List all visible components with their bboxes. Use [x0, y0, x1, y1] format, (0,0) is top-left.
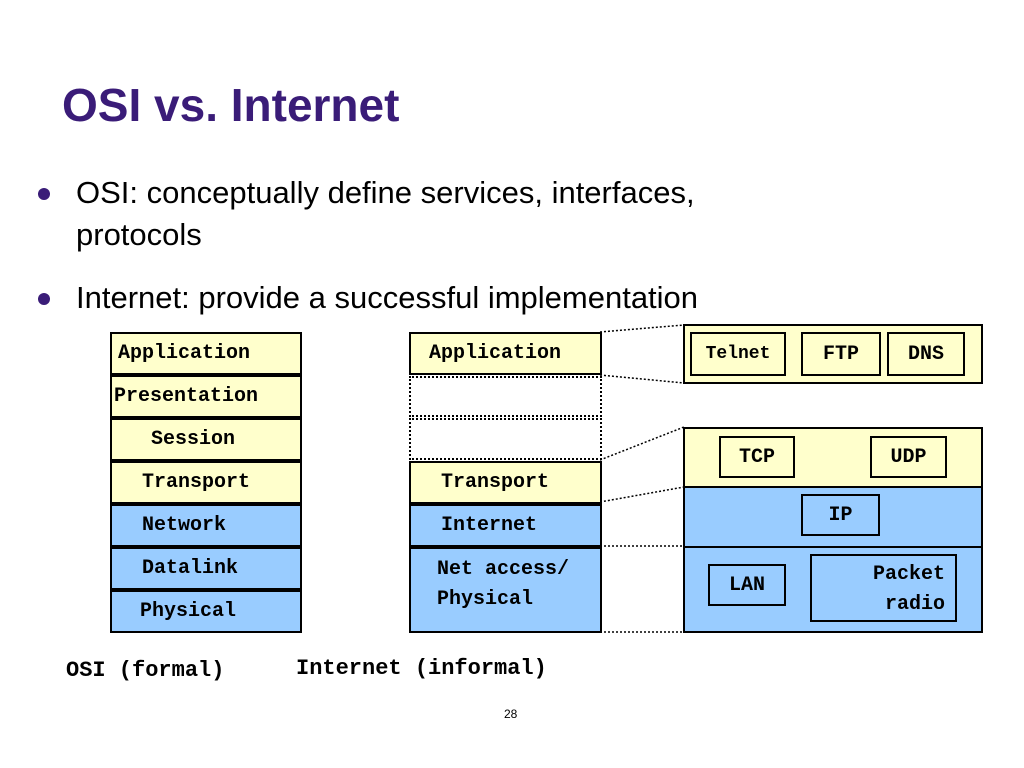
protocol-telnet: Telnet [690, 332, 786, 376]
bullet-dot [38, 188, 50, 200]
connector-transport-bottom [599, 486, 685, 503]
protocol-ftp: FTP [801, 332, 881, 376]
osi-layer-session: Session [110, 418, 302, 461]
packet-label: Packet [872, 563, 945, 586]
internet-layer-internet: Internet [409, 504, 602, 547]
internet-layer-net-access: Net access/ Physical [409, 547, 602, 633]
page-number: 28 [504, 707, 518, 721]
internet-layer-empty-session [409, 418, 602, 460]
protocol-lan: LAN [708, 564, 786, 606]
protocol-udp: UDP [870, 436, 947, 478]
connector-app-bottom [599, 374, 685, 384]
osi-layer-datalink: Datalink [110, 547, 302, 590]
internet-layer-empty-presentation [409, 376, 602, 417]
slide-title: OSI vs. Internet [62, 79, 400, 131]
protocol-tcp: TCP [719, 436, 795, 478]
osi-layer-physical: Physical [110, 590, 302, 633]
osi-layer-application: Application [110, 332, 302, 375]
osi-layer-presentation: Presentation [110, 375, 302, 418]
connector-app-top [599, 324, 685, 333]
protocol-ip: IP [801, 494, 880, 536]
protocol-dns: DNS [887, 332, 965, 376]
internet-layer-application: Application [409, 332, 602, 375]
physical-label: Physical [437, 588, 534, 611]
bullet-text: Internet: provide a successful implement… [76, 280, 699, 315]
connector-transport-top [599, 426, 685, 461]
bullet-item-internet: Internet: provide a successful implement… [38, 277, 698, 319]
osi-layer-network: Network [110, 504, 302, 547]
radio-label: radio [884, 593, 945, 616]
bullet-item-osi: OSI: conceptually define services, inter… [38, 172, 695, 256]
osi-layer-transport: Transport [110, 461, 302, 504]
osi-caption: OSI (formal) [66, 658, 225, 683]
bullet-text-line1: OSI: conceptually define services, inter… [76, 175, 695, 210]
bullet-dot [38, 293, 50, 305]
net-access-label: Net access/ [437, 558, 570, 581]
internet-layer-transport: Transport [409, 461, 602, 504]
internet-caption: Internet (informal) [296, 656, 547, 681]
protocol-packet-radio: Packet radio [810, 554, 957, 622]
bullet-text-line2: protocols [76, 217, 202, 252]
